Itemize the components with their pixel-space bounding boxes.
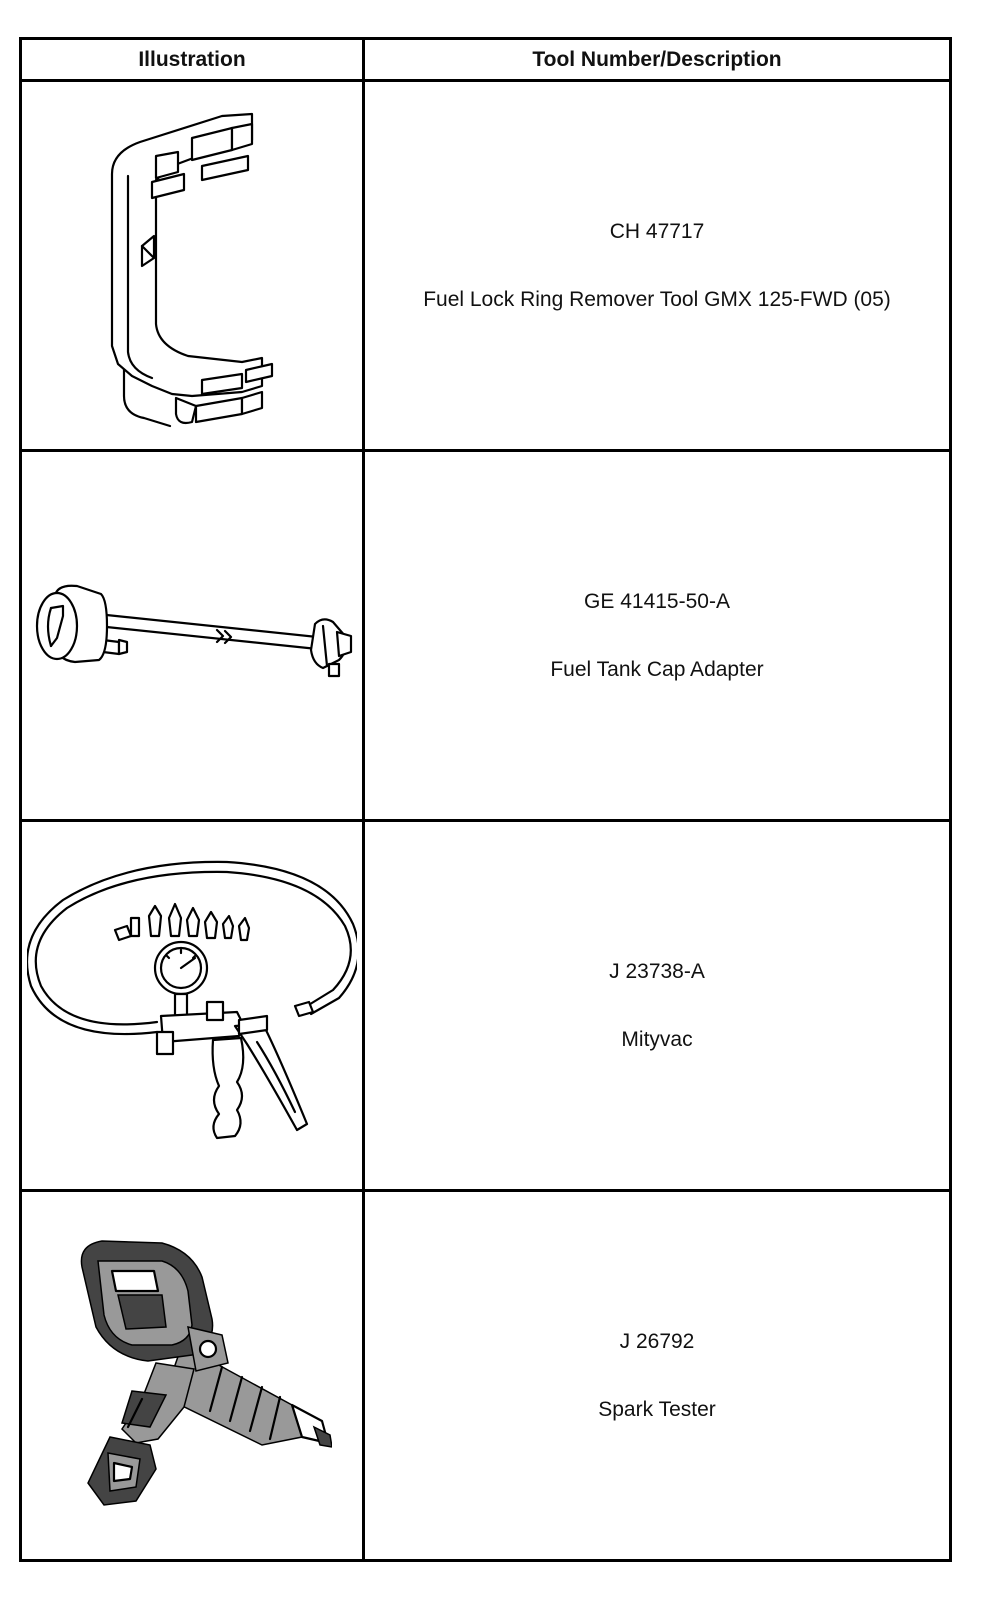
tool-number: GE 41415-50-A [584, 589, 730, 613]
table-header-row: Illustration Tool Number/Description [19, 37, 952, 82]
table-row: CH 47717 Fuel Lock Ring Remover Tool GMX… [19, 79, 952, 452]
tool-cell: CH 47717 Fuel Lock Ring Remover Tool GMX… [362, 79, 952, 452]
tool-description: Spark Tester [598, 1397, 716, 1421]
fuel-tank-cap-adapter-icon [35, 584, 353, 677]
illustration-cell [19, 819, 365, 1192]
tool-cell: GE 41415-50-A Fuel Tank Cap Adapter [362, 449, 952, 822]
illustration-cell [19, 449, 365, 822]
tool-number: CH 47717 [609, 219, 705, 243]
tool-description: Fuel Tank Cap Adapter [550, 657, 764, 681]
mityvac-vacuum-pump-icon [27, 860, 357, 1139]
table-row: J 23738-A Mityvac [19, 819, 952, 1192]
illustration-cell [19, 79, 365, 452]
tool-number: J 26792 [619, 1329, 695, 1353]
spark-tester-icon [80, 1239, 332, 1506]
tool-description: Fuel Lock Ring Remover Tool GMX 125-FWD … [423, 287, 891, 311]
illustration-cell [19, 1189, 365, 1562]
table-row: GE 41415-50-A Fuel Tank Cap Adapter [19, 449, 952, 822]
special-tools-table: Illustration Tool Number/Description [19, 37, 952, 1562]
table-row: J 26792 Spark Tester [19, 1189, 952, 1562]
tool-cell: J 23738-A Mityvac [362, 819, 952, 1192]
header-illustration: Illustration [19, 37, 365, 82]
lock-ring-remover-tool-icon [110, 112, 274, 427]
tool-description: Mityvac [621, 1027, 693, 1051]
tool-number: J 23738-A [609, 959, 705, 983]
header-tool-number-description: Tool Number/Description [362, 37, 952, 82]
tool-cell: J 26792 Spark Tester [362, 1189, 952, 1562]
